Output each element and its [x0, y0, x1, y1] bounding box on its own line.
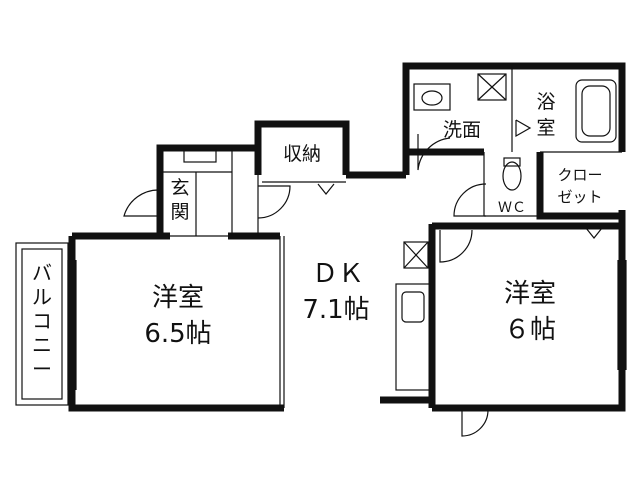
- storage-name: 収納: [283, 143, 321, 165]
- bath-char-1: 浴: [536, 91, 555, 113]
- door-swings: [123, 134, 489, 437]
- balcony-char-1: バ: [32, 261, 52, 285]
- western-right-size: ６帖: [504, 315, 556, 345]
- walls: [68, 62, 626, 412]
- labels: 洋室 6.5帖 ＤＫ 7.1帖 洋室 ６帖 玄 関 収納 洗面 浴 室 クロー …: [32, 91, 603, 381]
- entrance-char-1: 玄: [170, 177, 189, 199]
- western-right-name: 洋室: [504, 279, 556, 309]
- bath-char-2: 室: [536, 117, 555, 139]
- dk-size: 7.1帖: [302, 295, 369, 325]
- balcony-char-4: ニ: [32, 333, 52, 357]
- balcony-char-2: ル: [32, 285, 52, 309]
- balcony-char-5: ー: [32, 357, 52, 381]
- closet-line-2: ゼット: [557, 188, 602, 206]
- balcony-char-3: コ: [32, 309, 52, 333]
- closet-line-1: クロー: [557, 166, 602, 184]
- western-left-name: 洋室: [152, 283, 204, 313]
- washroom-name: 洗面: [443, 119, 481, 141]
- partitions: [67, 66, 627, 408]
- wc-name: ＷＣ: [498, 200, 526, 216]
- dk-name: ＤＫ: [312, 259, 364, 289]
- entrance-char-2: 関: [170, 201, 189, 223]
- western-left-size: 6.5帖: [144, 319, 211, 349]
